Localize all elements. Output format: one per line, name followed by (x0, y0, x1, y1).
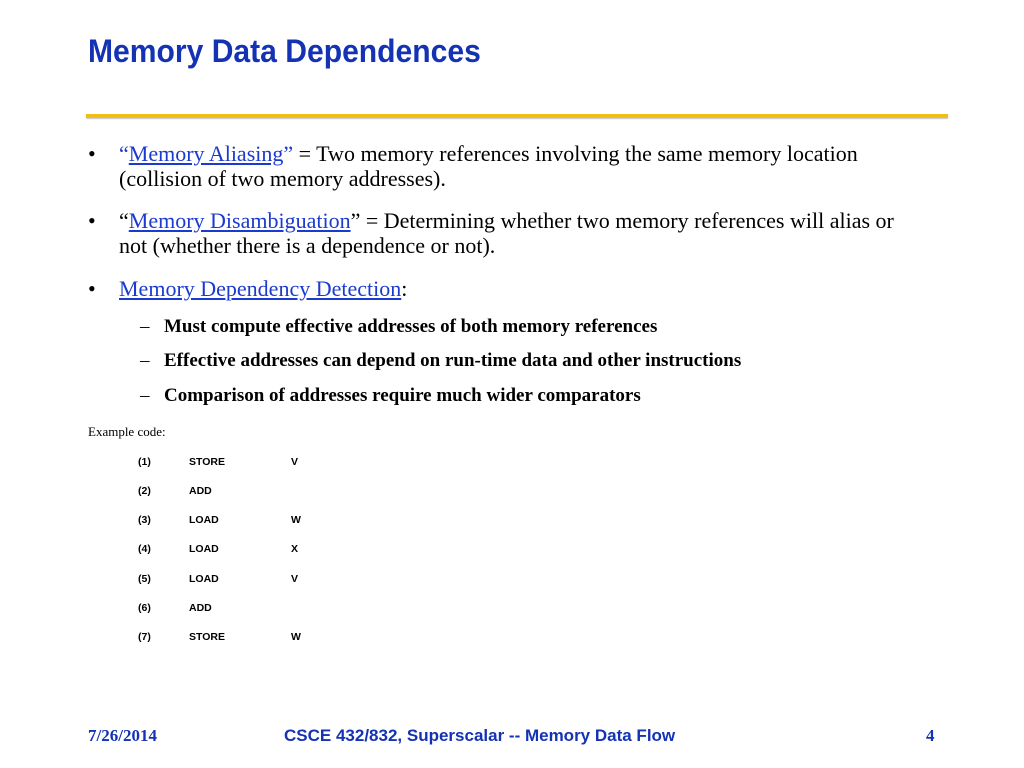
code-op: STORE (189, 631, 225, 643)
subbullet-text: Effective addresses can depend on run-ti… (164, 350, 742, 371)
memory-disambiguation-link[interactable]: Memory Disambiguation (128, 208, 351, 233)
subbullet-text: Must compute effective addresses of both… (164, 316, 658, 337)
open-quote: “ (119, 208, 129, 233)
code-num: (1) (138, 456, 151, 468)
code-op: LOAD (189, 543, 219, 555)
code-row: (2) ADD (0, 485, 500, 501)
subbullet: – Comparison of addresses require much w… (140, 384, 960, 408)
bullet-text: = Determining whether two memory referen… (119, 208, 894, 258)
bullet-memory-aliasing: • “Memory Aliasing” = Two memory referen… (88, 141, 918, 191)
code-arg: V (291, 456, 299, 468)
code-op: ADD (189, 485, 212, 497)
code-num: (7) (138, 631, 151, 643)
example-label: Example code: (88, 424, 166, 439)
bullet-dot: • (88, 208, 96, 233)
code-op: LOAD (189, 514, 219, 526)
code-arg: X (291, 543, 299, 555)
title-divider (86, 114, 948, 118)
code-row: (6) ADD (0, 602, 500, 618)
code-row: (7) STORE W (0, 631, 500, 647)
memory-aliasing-link[interactable]: Memory Aliasing (128, 141, 284, 166)
memory-dependency-detection-link[interactable]: Memory Dependency Detection (119, 276, 402, 301)
code-arg: W (291, 631, 301, 643)
bullet-dot: • (88, 141, 96, 166)
subbullet: – Effective addresses can depend on run-… (140, 349, 960, 373)
code-num: (3) (138, 514, 151, 526)
subbullet: – Must compute effective addresses of bo… (140, 315, 960, 339)
code-row: (5) LOAD V (0, 573, 500, 589)
bullet-memory-dependency-detection: • Memory Dependency Detection: (88, 276, 918, 301)
code-num: (6) (138, 602, 151, 614)
code-num: (4) (138, 543, 151, 555)
footer-page-number: 4 (926, 726, 935, 745)
code-op: ADD (189, 602, 212, 614)
close-quote: ” (350, 208, 361, 233)
sub-dash: – (140, 316, 150, 337)
code-row: (4) LOAD X (0, 543, 500, 559)
close-quote: ” (283, 141, 294, 166)
code-arg: W (291, 514, 301, 526)
code-op: STORE (189, 456, 225, 468)
bullet-dot: • (88, 276, 96, 301)
open-quote: “ (119, 141, 129, 166)
code-num: (2) (138, 485, 151, 497)
sub-dash: – (140, 350, 150, 371)
code-row: (3) LOAD W (0, 514, 500, 530)
code-row: (1) STORE V (0, 456, 500, 472)
code-num: (5) (138, 573, 151, 585)
sub-dash: – (140, 385, 150, 406)
bullet-body: “Memory Disambiguation” = Determining wh… (119, 208, 918, 258)
bullet-body: Memory Dependency Detection: (119, 276, 918, 301)
slide-title: Memory Data Dependences (88, 33, 481, 69)
bullet-memory-disambiguation: • “Memory Disambiguation” = Determining … (88, 208, 918, 258)
bullet-text: = Two memory references involving the sa… (119, 141, 858, 191)
footer-date: 7/26/2014 (88, 726, 157, 745)
bullet-text: : (401, 276, 408, 301)
subbullet-text: Comparison of addresses require much wid… (164, 385, 641, 406)
code-arg: V (291, 573, 299, 585)
bullet-body: “Memory Aliasing” = Two memory reference… (119, 141, 918, 191)
footer-title: CSCE 432/832, Superscalar -- Memory Data… (284, 726, 676, 745)
code-op: LOAD (189, 573, 219, 585)
